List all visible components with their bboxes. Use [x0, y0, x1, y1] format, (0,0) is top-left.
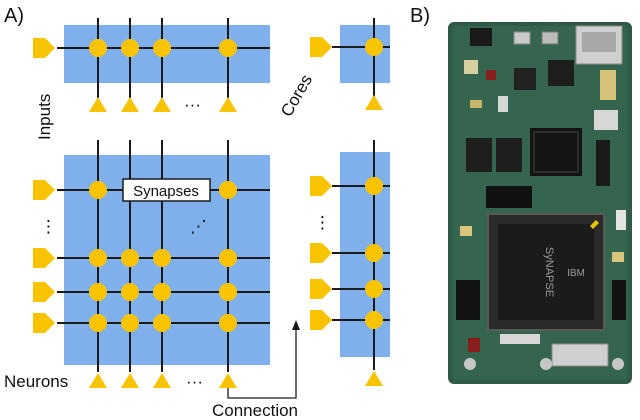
usb-port	[513, 31, 531, 45]
chip-marker	[590, 220, 599, 229]
synapse-node	[89, 181, 107, 199]
component	[594, 110, 618, 130]
neuron-triangle	[365, 95, 383, 110]
pin-header	[486, 186, 532, 208]
neuron-triangle	[89, 373, 107, 388]
core-main: ⋮ Synapses ⋰ ···	[33, 140, 270, 391]
mounting-hole	[464, 358, 476, 370]
component	[600, 70, 616, 100]
synapse-node	[153, 39, 171, 57]
ic-chip	[514, 68, 536, 90]
neuron-triangle	[153, 97, 171, 112]
component	[500, 334, 540, 344]
vertical-ellipsis: ⋮	[40, 217, 57, 236]
synapse-node	[121, 314, 139, 332]
neuron-triangle	[89, 97, 107, 112]
connection-label: Connection	[212, 401, 298, 420]
mounting-hole	[612, 358, 624, 370]
component	[468, 338, 480, 352]
component	[486, 70, 496, 80]
synapse-node	[365, 38, 383, 56]
chip-name-text: SyNAPSE	[543, 247, 555, 297]
input-axon-port	[33, 180, 55, 200]
synapse-node	[365, 177, 383, 195]
heatsink	[530, 128, 582, 176]
component	[460, 226, 472, 236]
component	[596, 140, 610, 186]
synapse-node	[153, 283, 171, 301]
neuron-triangle	[153, 373, 171, 388]
memory-chip	[466, 138, 492, 172]
ethernet-jack-opening	[582, 32, 616, 52]
synapses-label-box	[122, 178, 211, 202]
synapse-node	[121, 249, 139, 267]
micro-usb-port	[541, 31, 559, 45]
input-axon-port	[33, 38, 55, 58]
synapse-node	[219, 181, 237, 199]
diagonal-ellipsis: ⋰	[190, 217, 207, 236]
input-axon-port	[310, 310, 332, 330]
ic-chip	[548, 60, 574, 86]
core-top-right-body	[340, 25, 390, 83]
neuron-triangle	[219, 97, 237, 112]
horizontal-ellipsis: ···	[184, 95, 201, 114]
neuron-triangle	[121, 373, 139, 388]
chip-brand-text: IBM	[567, 268, 585, 279]
synapses-label: Synapses	[133, 183, 199, 200]
panel-b-label: B)	[410, 5, 430, 27]
component	[612, 252, 624, 262]
synapse-node	[219, 249, 237, 267]
synapse-node	[89, 249, 107, 267]
memory-chip	[496, 138, 522, 172]
synapse-node	[365, 244, 383, 262]
input-axon-port	[310, 37, 332, 57]
synapse-node	[153, 314, 171, 332]
input-axon-port	[33, 248, 55, 268]
core-bottom-right: ⋮	[310, 140, 390, 386]
capacitor	[498, 96, 508, 112]
synapse-node	[153, 249, 171, 267]
neurons-label: Neurons	[4, 372, 68, 391]
mounting-hole	[540, 358, 552, 370]
input-axon-port	[310, 279, 332, 299]
input-axon-port	[33, 282, 55, 302]
main-chip	[498, 224, 594, 320]
panel-a-label: A)	[4, 5, 24, 27]
component	[464, 60, 478, 74]
input-axon-port	[33, 313, 55, 333]
neuron-triangle	[219, 373, 237, 388]
synapse-node	[89, 39, 107, 57]
core-top-right	[310, 18, 390, 110]
inputs-label: Inputs	[35, 94, 54, 140]
input-axon-port	[310, 176, 332, 196]
synapse-node	[219, 39, 237, 57]
input-axon-port	[310, 243, 332, 263]
synapse-node	[121, 283, 139, 301]
component	[470, 100, 482, 108]
synapse-node	[365, 311, 383, 329]
synapse-node	[219, 283, 237, 301]
synapse-node	[89, 283, 107, 301]
core-top-left: ···	[33, 18, 270, 114]
horizontal-ellipsis: ···	[186, 372, 203, 391]
truenorth-board-photo: SyNAPSE IBM	[448, 22, 632, 384]
label-sticker	[616, 210, 626, 230]
neuron-triangle	[365, 371, 383, 386]
cores-label: Cores	[277, 71, 316, 120]
edge-connector	[551, 343, 609, 367]
power-jack	[470, 28, 492, 46]
connector	[456, 280, 480, 320]
synapse-node	[365, 280, 383, 298]
synapse-node	[121, 39, 139, 57]
vertical-ellipsis: ⋮	[314, 213, 331, 232]
synapse-node	[219, 314, 237, 332]
connector	[612, 280, 626, 320]
connection-arrowhead	[292, 320, 300, 330]
synapse-node	[89, 314, 107, 332]
neuron-triangle	[121, 97, 139, 112]
connection-line	[227, 326, 297, 399]
heatsink-fins	[533, 131, 579, 173]
